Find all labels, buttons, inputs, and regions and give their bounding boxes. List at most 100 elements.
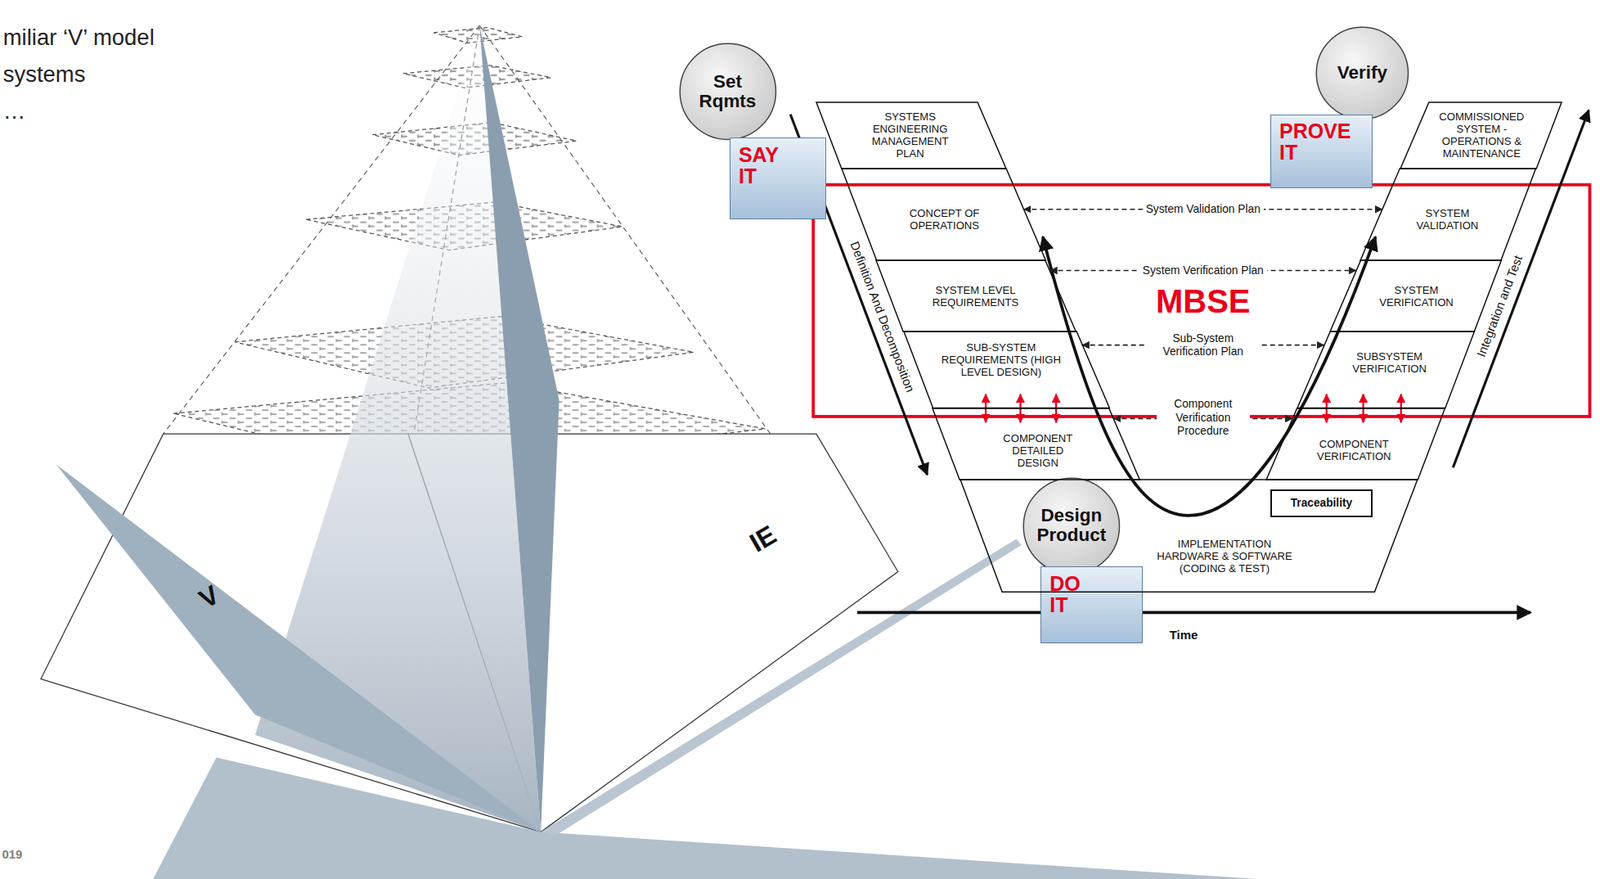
mbse-frame — [813, 184, 1590, 417]
edge-label: System Verification Plan — [1139, 262, 1268, 278]
node-text: COMPONENT DETAILED DESIGN — [992, 431, 1084, 469]
year-fragment: 019 — [1, 846, 23, 861]
v-model-box: SUBSYSTEM VERIFICATION — [1297, 331, 1475, 409]
v-model-box: COMPONENT VERIFICATION — [1266, 408, 1445, 480]
crane-body — [152, 757, 1258, 879]
text-group: COMPONENT VERIFICATION — [1303, 437, 1406, 463]
action-text: SAY IT — [738, 143, 779, 187]
text-group: SUB-SYSTEM REQUIREMENTS (HIGH LEVEL DESI… — [934, 341, 1068, 378]
text-group: COMPONENT DETAILED DESIGN — [992, 431, 1084, 469]
edge-label: Component Verification Procedure — [1156, 397, 1250, 440]
text-group: SYSTEM VALIDATION — [1396, 206, 1499, 232]
slide-text: … — [3, 98, 26, 125]
text-group: SYSTEM VERIFICATION — [1365, 283, 1468, 309]
node-text: IMPLEMENTATION HARDWARE & SOFTWARE (CODI… — [1147, 537, 1301, 575]
v-model-box: SYSTEM LEVEL REQUIREMENTS — [876, 260, 1076, 332]
v-model-box: CONCEPT OF OPERATIONS — [841, 168, 1046, 261]
edge-label-anchor: Component Verification Procedure — [1203, 417, 1297, 460]
v-model-box: COMMISSIONED SYSTEM - OPERATIONS & MAINT… — [1400, 102, 1562, 169]
node-text: SUBSYSTEM VERIFICATION — [1338, 350, 1441, 375]
verification-link — [1050, 269, 1357, 272]
action-box: SAY IT — [729, 137, 827, 220]
edge-label: Sub-System Verification Plan — [1146, 330, 1260, 360]
node-text: SYSTEM VALIDATION — [1396, 206, 1499, 232]
phase-circle: Verify — [1315, 26, 1410, 121]
text-group: SUBSYSTEM VERIFICATION — [1338, 350, 1441, 375]
node-text: Design Product — [1032, 505, 1111, 546]
action-text: PROVE IT — [1279, 120, 1351, 163]
verification-link — [1082, 344, 1325, 347]
node-text: CONCEPT OF OPERATIONS — [878, 206, 1012, 232]
axis-label: Time — [1169, 627, 1199, 642]
circle-shape — [1023, 477, 1120, 574]
label-anchor: MBSE — [1203, 301, 1298, 340]
label-anchor: Integration and Test — [1499, 305, 1600, 320]
v-model-box: COMPONENT DETAILED DESIGN — [932, 408, 1140, 480]
box-outline-shape — [903, 331, 1110, 409]
phase-circle: Design Product — [1022, 476, 1121, 576]
box-outline-shape — [841, 168, 1046, 261]
crane-blade — [479, 25, 559, 832]
box-outline-shape — [1297, 331, 1475, 409]
box-outline-shape — [1400, 102, 1562, 169]
box-outline-shape — [932, 408, 1140, 480]
label-anchor: systems — [3, 61, 86, 88]
text-group: IMPLEMENTATION HARDWARE & SOFTWARE (CODI… — [1147, 537, 1301, 575]
axis-label: Integration and Test — [1473, 253, 1525, 360]
node-text: Traceability — [1290, 496, 1353, 509]
node-text: SYSTEM VERIFICATION — [1365, 283, 1468, 309]
lifecycle-curve — [1042, 236, 1376, 516]
label-anchor: … — [3, 98, 26, 125]
node-text: SYSTEM LEVEL REQUIREMENTS — [908, 283, 1042, 309]
node-text: Verify — [1337, 62, 1388, 84]
box-outline-shape — [816, 102, 1007, 169]
node-text: COMPONENT VERIFICATION — [1303, 437, 1406, 463]
box-outline-shape — [876, 260, 1076, 332]
label-anchor: miliar ‘V’ model — [3, 24, 155, 51]
text-group: CONCEPT OF OPERATIONS — [878, 206, 1012, 232]
v-model-box: SYSTEM VERIFICATION — [1330, 260, 1502, 332]
slide-text: systems — [3, 61, 86, 88]
node-text: SUB-SYSTEM REQUIREMENTS (HIGH LEVEL DESI… — [934, 341, 1068, 378]
box-outline-shape — [1266, 408, 1445, 480]
label-anchor: IE — [763, 539, 789, 570]
face-label: V — [193, 579, 225, 615]
label-anchor: Time — [1183, 634, 1213, 649]
v-model-box: SYSTEMS ENGINEERING MANAGEMENT PLAN — [816, 102, 1007, 169]
text-group: COMMISSIONED SYSTEM - OPERATIONS & MAINT… — [1423, 110, 1541, 160]
action-box: PROVE IT — [1270, 114, 1373, 189]
mbse-label: MBSE — [1155, 283, 1250, 321]
pyramid — [40, 25, 1258, 879]
circle-shape — [1316, 27, 1408, 120]
action-box: DO IT — [1040, 566, 1143, 643]
node-text: Set Rqmts — [688, 71, 768, 113]
face-label: IE — [744, 519, 782, 559]
crane-wing — [540, 539, 1022, 836]
verification-link — [1113, 417, 1293, 420]
label-anchor: Definition And Decomposition — [882, 316, 1043, 331]
box-outline-shape — [1360, 168, 1536, 261]
label-anchor: 019 — [1, 846, 23, 861]
action-text: DO IT — [1049, 572, 1080, 616]
axis-label: Definition And Decomposition — [847, 238, 917, 394]
box-outline-shape — [1330, 260, 1502, 332]
traceability-box: Traceability — [1270, 489, 1373, 518]
v-model-box: SUB-SYSTEM REQUIREMENTS (HIGH LEVEL DESI… — [903, 331, 1110, 409]
integration-arrow — [1452, 110, 1589, 468]
text-group: SYSTEM LEVEL REQUIREMENTS — [908, 283, 1042, 309]
edge-label-anchor: Sub-System Verification Plan — [1203, 345, 1317, 374]
box-outline — [960, 479, 1418, 592]
v-model-box: IMPLEMENTATION HARDWARE & SOFTWARE (CODI… — [960, 479, 1418, 592]
slide-text: miliar ‘V’ model — [3, 24, 155, 51]
label-anchor: V — [209, 597, 228, 628]
edge-label: System Validation Plan — [1142, 201, 1264, 216]
time-axis — [857, 611, 1531, 615]
node-text: SYSTEMS ENGINEERING MANAGEMENT PLAN — [858, 110, 962, 160]
edge-label-anchor: System Verification Plan — [1203, 270, 1331, 286]
v-model-decor — [790, 110, 1590, 613]
box-outline-shape — [960, 479, 1418, 592]
v-model-box: SYSTEM VALIDATION — [1360, 168, 1536, 261]
verification-link — [1023, 208, 1383, 211]
